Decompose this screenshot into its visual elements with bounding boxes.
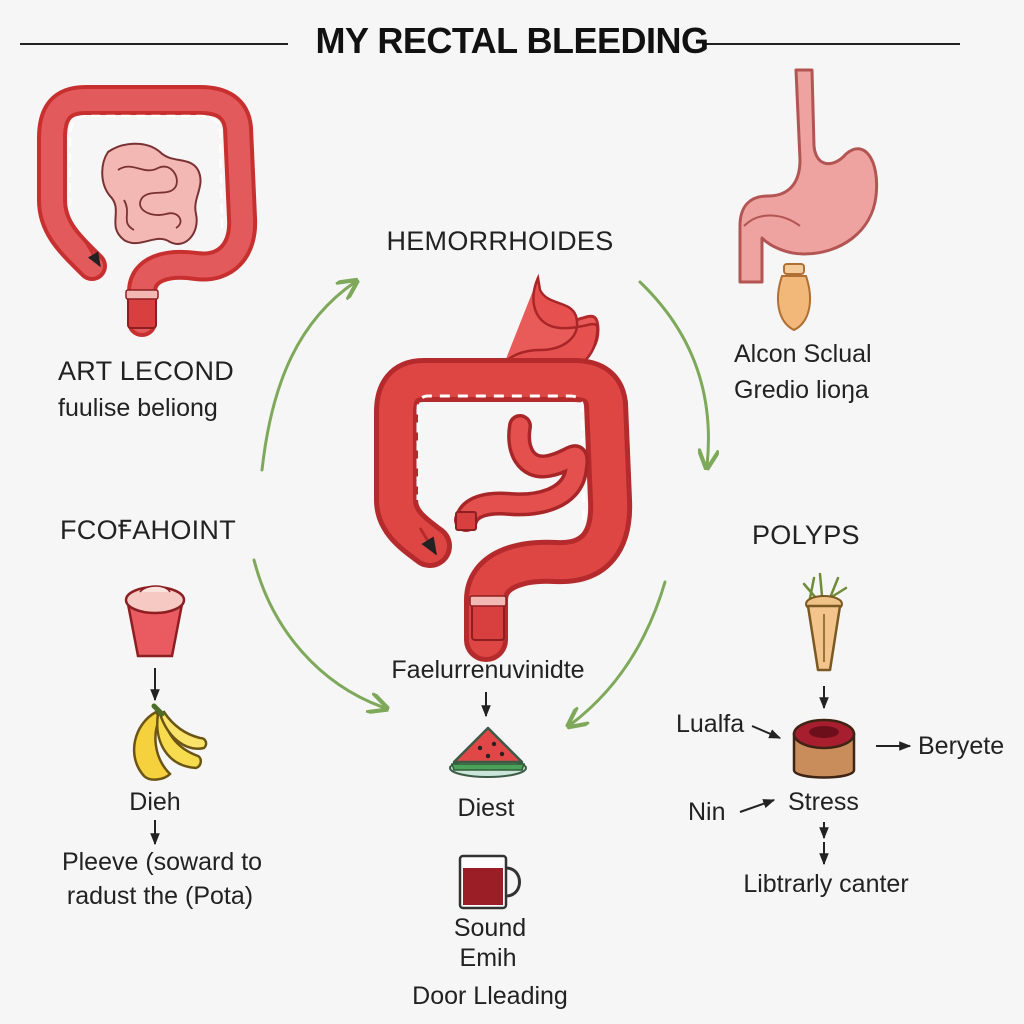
right-label-nin: Nin xyxy=(688,798,726,826)
right-label-libtrarly-canter: Libtrarly canter xyxy=(743,870,909,898)
cycle-arrow-left-up xyxy=(260,282,355,472)
title-rule-left xyxy=(20,43,288,45)
cycle-arrow-left-down xyxy=(252,558,385,708)
stomach-icon xyxy=(738,68,879,332)
center-item-sound: Sound xyxy=(453,914,527,942)
small-bottle-icon xyxy=(777,263,811,332)
cycle-arrows xyxy=(252,280,708,725)
cake-icon xyxy=(792,718,856,779)
top-right-line1: Alcon Sclual xyxy=(734,340,872,368)
banana-icon xyxy=(132,703,208,781)
center-sub-heading: Faelurrenuvinidte xyxy=(391,656,585,684)
cycle-arrow-right-up xyxy=(570,580,667,725)
center-item-emih: Emih xyxy=(459,944,517,972)
arrow-lualfa-to-cake xyxy=(751,725,782,739)
center-heading: HEMORRHOIDES xyxy=(386,226,614,256)
page-title: MY RECTAL BLEEDING xyxy=(315,20,709,61)
mug-icon xyxy=(458,854,521,910)
right-label-beryete: Beryete xyxy=(918,732,1005,760)
left-item-pleeve-line1: Pleeve (soward to xyxy=(61,848,263,876)
root-vegetable-icon xyxy=(802,572,848,672)
top-left-line1: ART LECOND xyxy=(58,356,235,386)
top-right-line2: Gredio lioŋa xyxy=(734,376,869,404)
colon-with-intestines-icon xyxy=(37,85,258,337)
left-item-dieh: Dieh xyxy=(129,788,181,816)
center-item-door-lleading: Door Lleading xyxy=(412,982,568,1010)
title-rule-right xyxy=(706,43,960,45)
arrow-nin-to-stress xyxy=(739,799,776,813)
top-left-line2: fuulise beliong xyxy=(58,394,218,422)
right-label-lualfa: Lualfa xyxy=(676,710,745,738)
right-label-stress: Stress xyxy=(788,788,859,816)
left-heading: FCOꞘAHOINT xyxy=(60,515,237,545)
watermelon-slice-icon xyxy=(449,726,527,778)
cycle-arrow-right-down xyxy=(638,280,708,466)
colon-with-stomach-icon xyxy=(374,273,633,662)
right-heading: POLYPS xyxy=(752,520,860,550)
center-item-diest: Diest xyxy=(457,794,515,822)
cup-icon xyxy=(124,585,186,658)
left-item-pleeve-line2: radust the (Pota) xyxy=(66,882,254,910)
